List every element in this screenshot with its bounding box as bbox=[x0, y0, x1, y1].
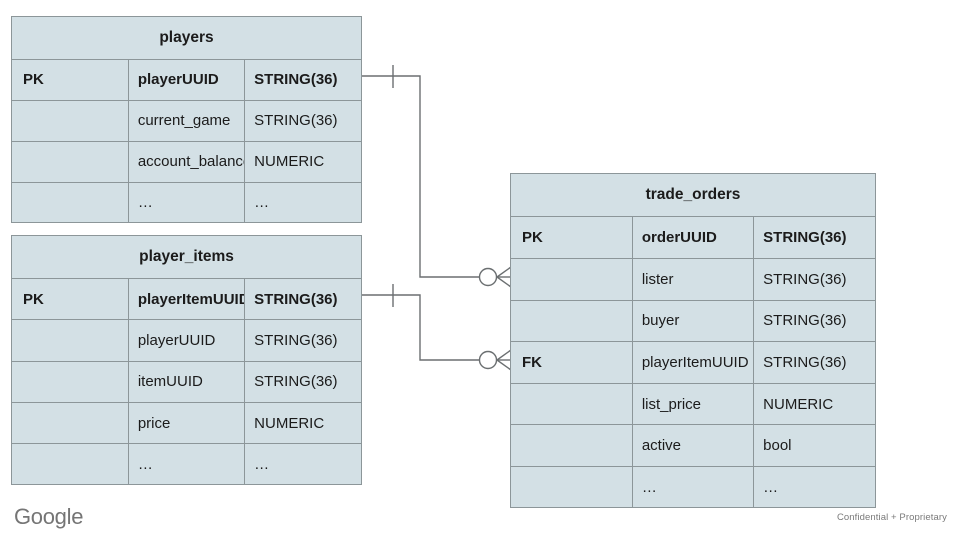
row-field-name: price bbox=[127, 401, 246, 445]
row-key-flag bbox=[511, 382, 633, 426]
row-field-name: buyer bbox=[631, 299, 755, 343]
table-row[interactable]: PK orderUUID STRING(36) bbox=[511, 216, 875, 259]
row-field-type: STRING(36) bbox=[753, 216, 875, 259]
row-field-name: playerItemUUID bbox=[127, 277, 246, 321]
row-field-type: STRING(36) bbox=[244, 277, 361, 321]
row-key-flag: PK bbox=[12, 277, 129, 321]
table-row[interactable]: active bool bbox=[511, 424, 875, 468]
row-field-type: bool bbox=[753, 424, 875, 468]
table-row[interactable]: … … bbox=[12, 443, 361, 484]
row-field-type: STRING(36) bbox=[753, 299, 875, 343]
table-row[interactable]: … … bbox=[511, 466, 875, 507]
table-row[interactable]: buyer STRING(36) bbox=[511, 299, 875, 343]
row-key-flag bbox=[12, 319, 129, 362]
row-field-name: itemUUID bbox=[127, 360, 246, 403]
row-key-flag bbox=[511, 466, 633, 507]
row-field-type: NUMERIC bbox=[244, 140, 361, 183]
row-field-name: … bbox=[127, 181, 246, 222]
row-field-type: … bbox=[753, 466, 875, 507]
table-row[interactable]: account_balance NUMERIC bbox=[12, 140, 361, 183]
table-row[interactable]: PK playerUUID STRING(36) bbox=[12, 58, 361, 101]
table-row[interactable]: list_price NUMERIC bbox=[511, 382, 875, 426]
row-field-type: STRING(36) bbox=[244, 58, 361, 101]
row-field-name: lister bbox=[631, 257, 755, 301]
entity-trade-orders[interactable]: trade_orders PK orderUUID STRING(36) lis… bbox=[510, 173, 876, 508]
cardinality-zero-circle bbox=[478, 350, 498, 370]
row-field-type: NUMERIC bbox=[753, 382, 875, 426]
entity-title-row: players bbox=[12, 17, 361, 60]
cardinality-zero-circle bbox=[478, 267, 498, 287]
row-field-type: STRING(36) bbox=[244, 99, 361, 142]
table-row[interactable]: … … bbox=[12, 181, 361, 222]
row-field-type: … bbox=[244, 443, 361, 484]
table-row[interactable]: playerUUID STRING(36) bbox=[12, 319, 361, 362]
row-field-name: list_price bbox=[631, 382, 755, 426]
row-field-name: account_balance bbox=[127, 140, 246, 183]
row-key-flag bbox=[12, 401, 129, 445]
row-field-name: playerUUID bbox=[127, 319, 246, 362]
row-field-type: STRING(36) bbox=[244, 360, 361, 403]
google-logo: Google bbox=[14, 504, 84, 529]
entity-title-trade-orders: trade_orders bbox=[511, 174, 875, 218]
row-key-flag bbox=[12, 140, 129, 183]
row-field-name: orderUUID bbox=[631, 216, 755, 259]
row-field-name: current_game bbox=[127, 99, 246, 142]
row-key-flag bbox=[12, 360, 129, 403]
relationship-player-items-to-trade-orders bbox=[362, 284, 512, 371]
table-row[interactable]: current_game STRING(36) bbox=[12, 99, 361, 142]
table-row[interactable]: PK playerItemUUID STRING(36) bbox=[12, 277, 361, 321]
entity-title-row: player_items bbox=[12, 236, 361, 279]
row-key-flag: PK bbox=[12, 58, 129, 101]
table-row[interactable]: price NUMERIC bbox=[12, 401, 361, 445]
row-field-name: playerUUID bbox=[127, 58, 246, 101]
row-key-flag bbox=[511, 299, 633, 343]
row-key-flag: FK bbox=[511, 341, 633, 384]
row-key-flag bbox=[12, 443, 129, 484]
confidentiality-note: Confidential + Proprietary bbox=[836, 512, 947, 523]
row-field-name: … bbox=[127, 443, 246, 484]
row-field-name: … bbox=[631, 466, 755, 507]
entity-player-items[interactable]: player_items PK playerItemUUID STRING(36… bbox=[11, 235, 362, 485]
row-key-flag bbox=[12, 99, 129, 142]
entity-title-player-items: player_items bbox=[12, 236, 361, 279]
entity-title-row: trade_orders bbox=[511, 174, 875, 218]
row-field-name: playerItemUUID bbox=[631, 341, 755, 384]
entity-title-players: players bbox=[12, 17, 361, 60]
cardinality-many-crowsfoot bbox=[496, 266, 512, 288]
row-key-flag bbox=[511, 424, 633, 468]
row-field-type: STRING(36) bbox=[244, 319, 361, 362]
table-row[interactable]: itemUUID STRING(36) bbox=[12, 360, 361, 403]
table-row[interactable]: lister STRING(36) bbox=[511, 257, 875, 301]
cardinality-many-crowsfoot bbox=[496, 349, 512, 371]
relationship-players-to-trade-orders bbox=[362, 65, 512, 288]
entity-players[interactable]: players PK playerUUID STRING(36) current… bbox=[11, 16, 362, 223]
table-row[interactable]: FK playerItemUUID STRING(36) bbox=[511, 341, 875, 384]
row-key-flag: PK bbox=[511, 216, 633, 259]
row-field-type: NUMERIC bbox=[244, 401, 361, 445]
row-field-name: active bbox=[631, 424, 755, 468]
row-field-type: STRING(36) bbox=[753, 257, 875, 301]
row-key-flag bbox=[12, 181, 129, 222]
row-field-type: … bbox=[244, 181, 361, 222]
row-key-flag bbox=[511, 257, 633, 301]
row-field-type: STRING(36) bbox=[753, 341, 875, 384]
